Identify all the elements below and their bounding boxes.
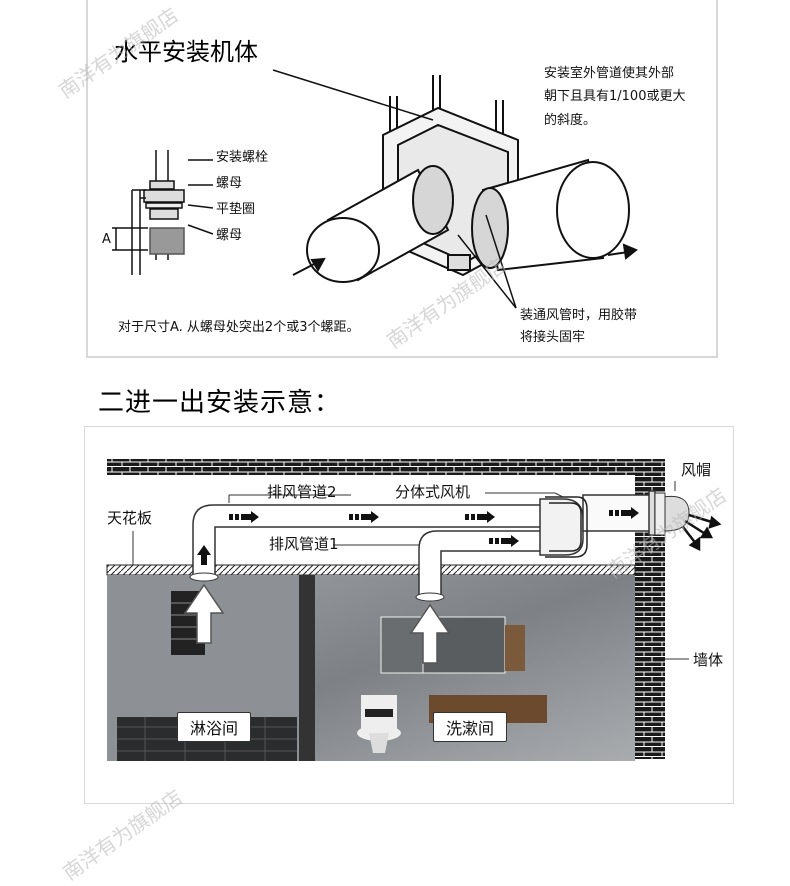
outdoor-pipe-note-line2: 朝下且具有1/100或更大 (544, 89, 686, 104)
outdoor-pipe-note-line3: 的斜度。 (544, 113, 597, 128)
tape-note-line2: 将接头固牢 (520, 330, 586, 345)
duct2-arrow-2 (349, 511, 379, 523)
shower-airflow-arrow (183, 583, 225, 644)
nut-label-1: 螺母 (216, 176, 243, 191)
nut-label-2: 螺母 (216, 228, 243, 243)
outdoor-pipe-note-line1: 安装室外管道使其外部 (544, 66, 675, 81)
tape-note-line1: 装通风管时，用胶带 (520, 308, 638, 323)
ceiling-label: 天花板 (107, 509, 153, 527)
outlet-arrow (609, 507, 639, 519)
shower-room-label: 淋浴间 (177, 712, 252, 742)
duct2-arrow-3 (465, 511, 495, 523)
duct1-arrow (489, 535, 519, 547)
wall-label: 墙体 (693, 651, 724, 669)
section-heading: 二进一出安装示意： (98, 388, 342, 418)
riser-arrow-left (197, 545, 211, 565)
dimension-a-label: A (102, 232, 111, 247)
split-fan-label: 分体式风机 (395, 483, 471, 501)
exhaust-duct-1-label: 排风管道1 (269, 535, 339, 553)
horizontal-install-drawing (112, 69, 638, 309)
duct2-arrow-1 (229, 511, 259, 523)
dimension-note: 对于尺寸A. 从螺母处突出2个或3个螺距。 (118, 320, 360, 335)
two-in-one-out-drawing (106, 459, 722, 761)
vent-cap-label: 风帽 (681, 461, 712, 479)
washroom-label: 洗漱间 (433, 712, 508, 742)
exhaust-duct-2-label: 排风管道2 (267, 483, 337, 501)
washroom-airflow-arrow (409, 603, 451, 664)
install-diagram-panel: 水平安装机体 安装室外管道使其外部 朝下且具有1/100或更大 的斜度。 安装螺… (86, 0, 718, 358)
washer-label: 平垫圈 (216, 202, 256, 217)
bolt-label: 安装螺栓 (216, 150, 269, 165)
horizontal-install-title: 水平安装机体 (114, 38, 258, 66)
two-in-one-out-panel: 排风管道2 分体式风机 排风管道1 天花板 风帽 墙体 淋浴间 洗漱间 (84, 426, 734, 804)
